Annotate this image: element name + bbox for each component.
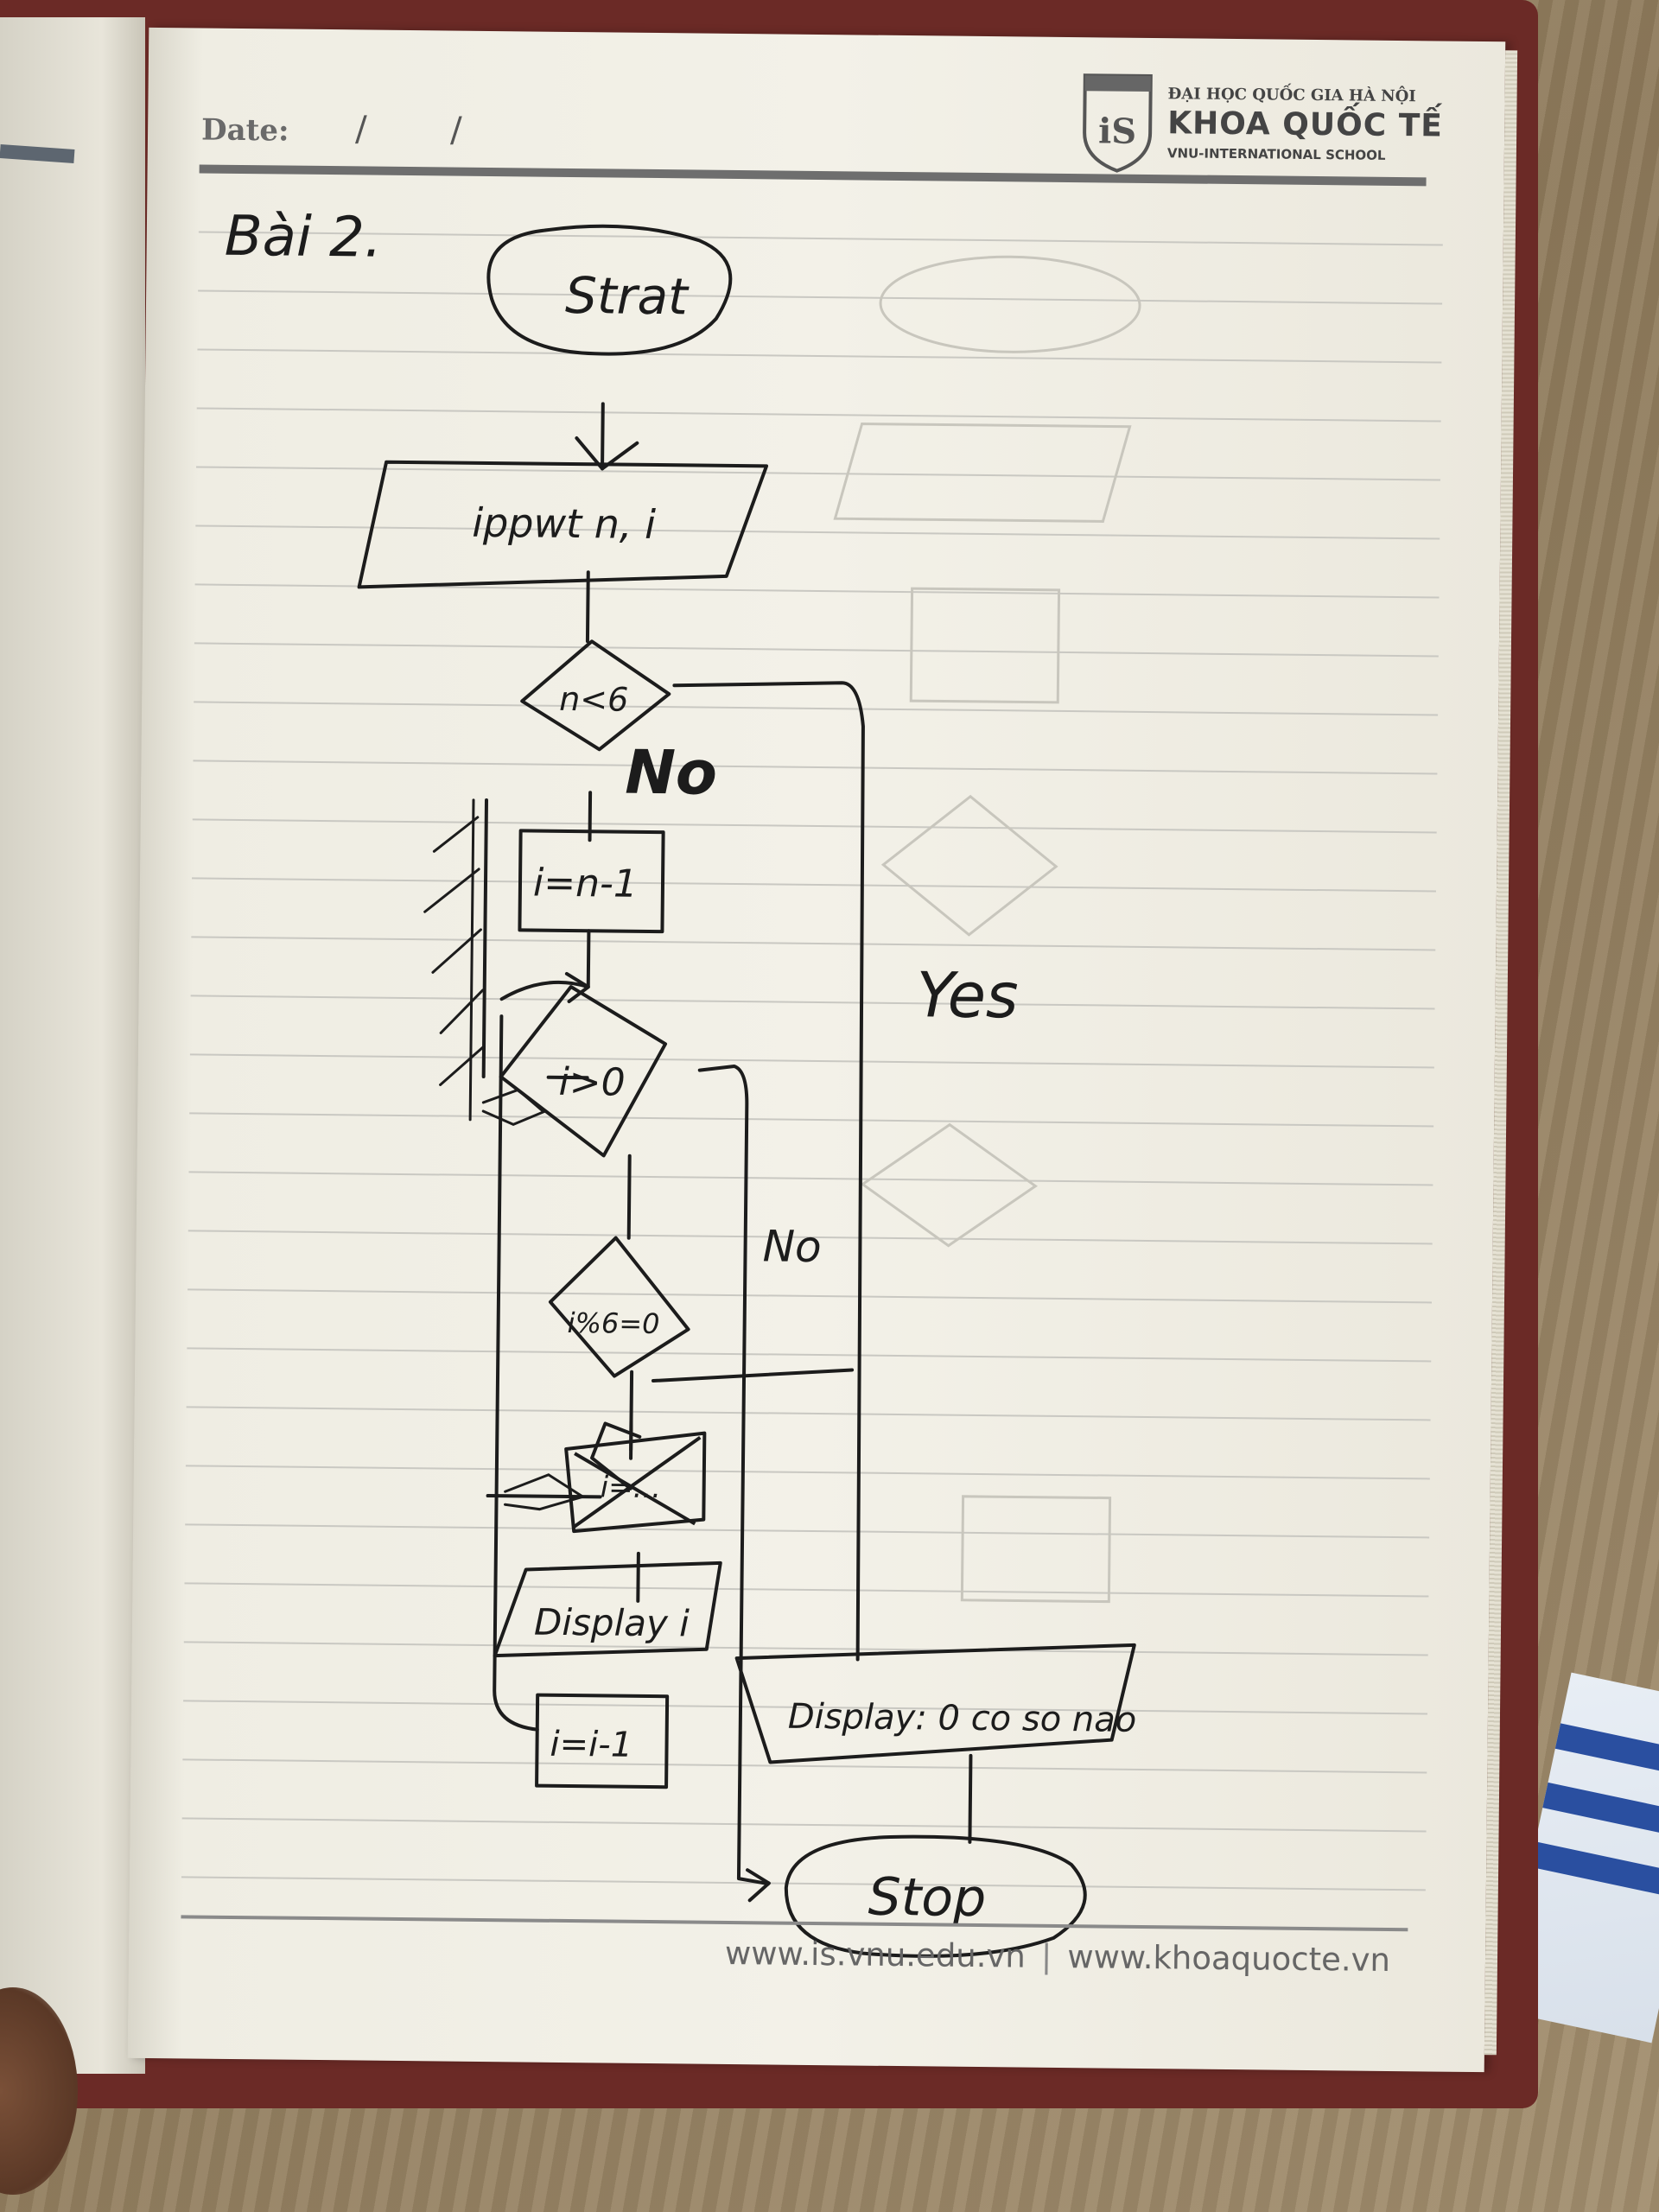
cond-1-label: n<6 <box>559 680 629 719</box>
display-message-label: Display: 0 co so nao <box>788 1697 1137 1740</box>
cond-3-label: i%6=0 <box>567 1306 659 1340</box>
flowchart-labels: Bài 2. Strat ippwt n, i n<6 No Yes i=n-1… <box>224 205 1137 1929</box>
assign-box <box>518 829 665 934</box>
footer-urls: www.is.vnu.edu.vn | www.khoaquocte.vn <box>725 1935 1390 1979</box>
decrement-label: i=i-1 <box>550 1725 632 1765</box>
notebook-page: Date: / / iS ĐẠI HỌC QUỐC GIA HÀ NỘI KHO… <box>127 27 1518 2073</box>
school-logo: iS ĐẠI HỌC QUỐC GIA HÀ NỘI KHOA QUỐC TẾ … <box>1081 72 1445 179</box>
decision-i-mod-6 <box>548 1236 690 1378</box>
start-terminator <box>486 224 733 356</box>
flow-lines <box>481 402 973 1903</box>
heading-text: Bài 2. <box>224 205 382 270</box>
display-message-parallelogram <box>734 1643 1136 1764</box>
stop-label: Stop <box>868 1867 986 1929</box>
flow-shapes <box>357 224 1136 1958</box>
display-i-label: Display i <box>534 1601 690 1645</box>
logo-mark: iS <box>1098 111 1137 151</box>
stop-terminator <box>784 1834 1087 1958</box>
crossed-out-box <box>564 1431 707 1534</box>
input-parallelogram <box>357 460 769 589</box>
decrement-box <box>535 1693 670 1789</box>
left-page <box>0 17 145 2074</box>
loop-scribble <box>423 798 587 1511</box>
decision-i-gt-0 <box>499 985 668 1158</box>
footer-url-is: www.is.vnu.edu.vn <box>724 1934 1027 1975</box>
cross-marks <box>573 1435 702 1529</box>
footer-url-khoaquocte: www.khoaquocte.vn <box>1067 1938 1391 1980</box>
start-label: Strat <box>565 266 690 327</box>
bleed-through <box>833 255 1141 1604</box>
flowchart-drawing: Bài 2. Strat ippwt n, i n<6 No Yes i=n-1… <box>224 205 1141 1958</box>
assign-label: i=n-1 <box>533 861 638 906</box>
input-label: ippwt n, i <box>472 499 656 548</box>
display-i-parallelogram <box>493 1560 722 1658</box>
cond-2-no-label: No <box>762 1221 822 1272</box>
crossed-label: i=... <box>600 1470 661 1505</box>
cond-1-yes-label: Yes <box>916 958 1019 1032</box>
shield-icon: iS <box>1083 73 1153 173</box>
footer-separator: | <box>1040 1937 1052 1975</box>
cond-1-no-label: No <box>625 737 718 809</box>
decision-n-lt-6 <box>520 639 671 752</box>
cond-2-label: i>0 <box>558 1060 626 1105</box>
